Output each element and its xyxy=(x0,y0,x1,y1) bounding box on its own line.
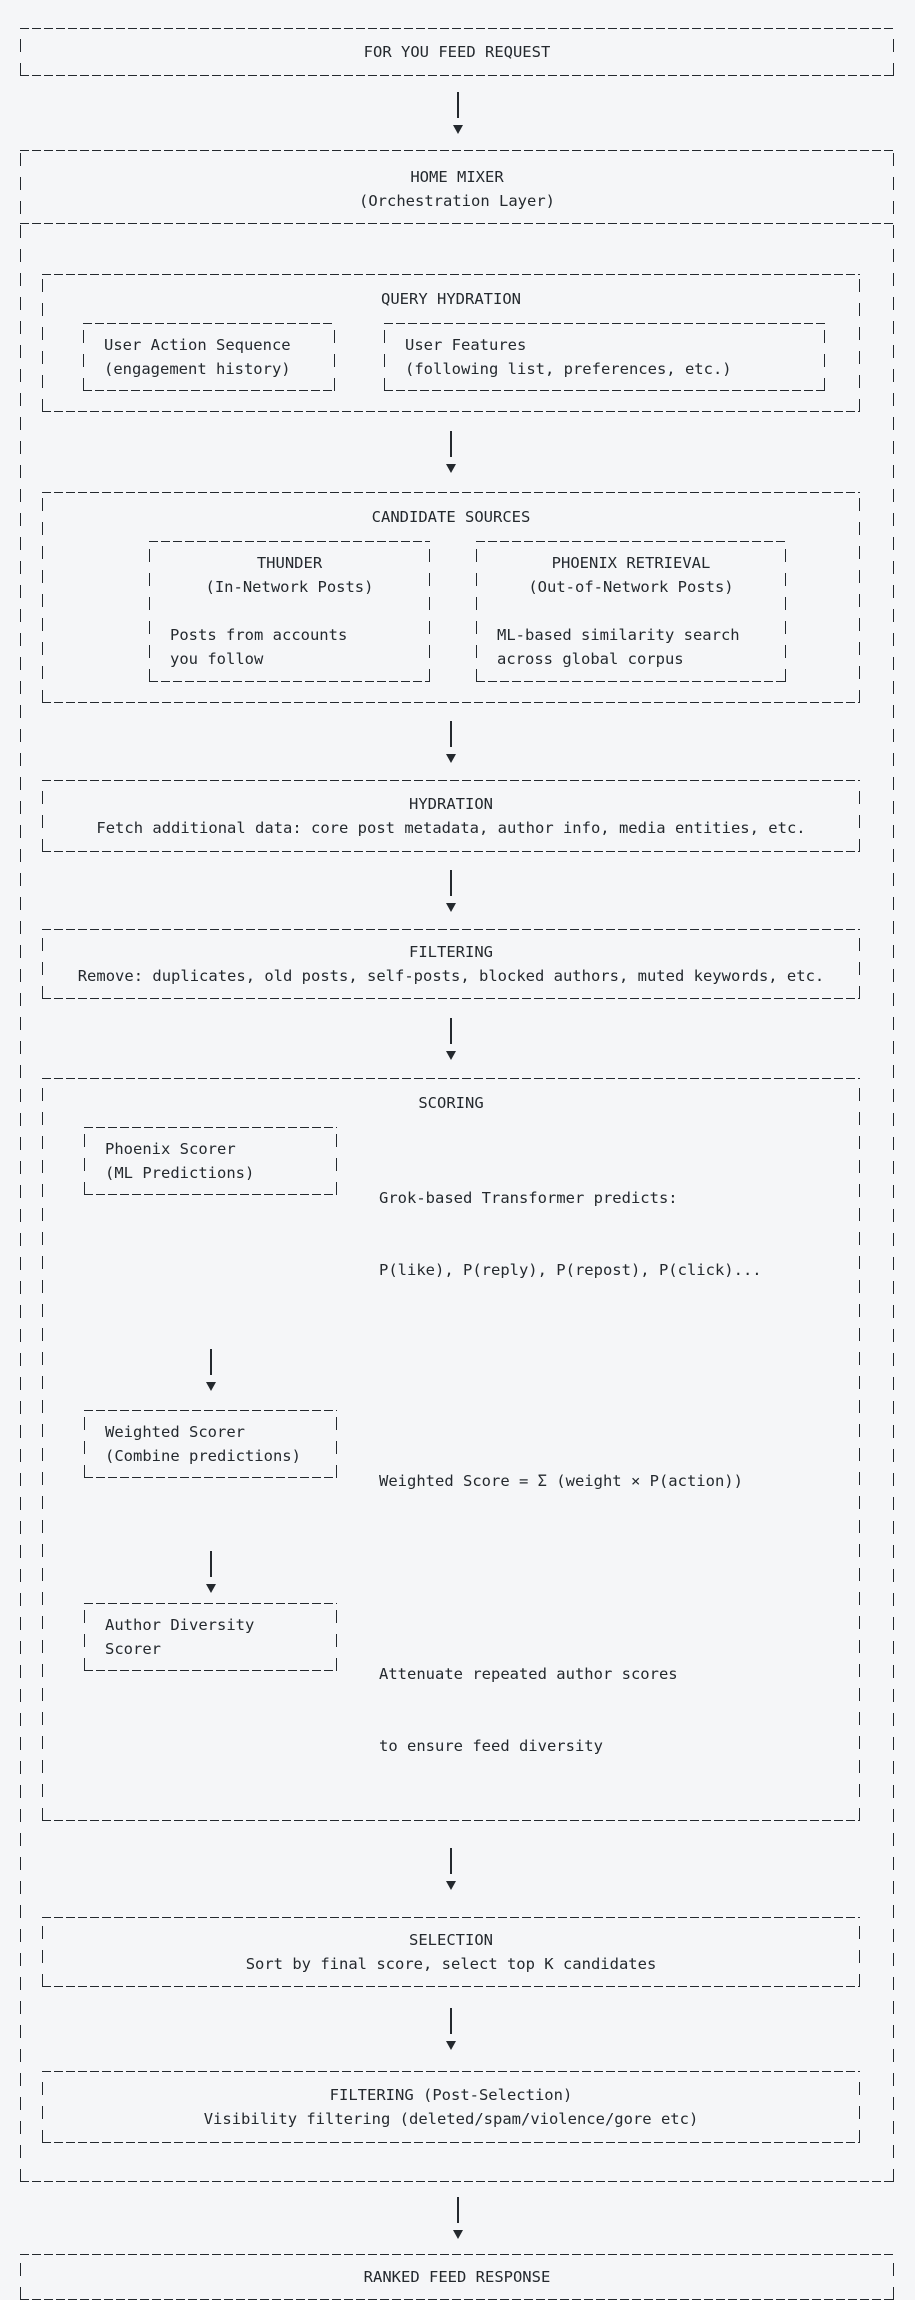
header-separator xyxy=(20,223,894,224)
user-action-sequence-box: User Action Sequence (engagement history… xyxy=(83,323,335,391)
weighted-scorer-row: Weighted Scorer (Combine predictions) We… xyxy=(84,1410,860,1541)
phoenix-scorer-note: Grok-based Transformer predicts: P(like)… xyxy=(379,1127,762,1330)
arrow-line xyxy=(450,869,452,896)
arrow-down-icon xyxy=(205,1382,216,1391)
arrow-line xyxy=(456,92,459,118)
arrow-line xyxy=(456,2197,459,2223)
arrow-down-icon xyxy=(446,1050,456,1060)
scoring-section: SCORING Phoenix Scorer (ML Predictions) … xyxy=(42,1078,860,1821)
selection-title: SELECTION xyxy=(409,1931,493,1949)
weighted-scorer-box: Weighted Scorer (Combine predictions) xyxy=(84,1410,337,1478)
home-mixer-subtitle: (Orchestration Layer) xyxy=(359,192,555,210)
phoenix-scorer-row: Phoenix Scorer (ML Predictions) Grok-bas… xyxy=(84,1127,860,1330)
box-line: (Combine predictions) xyxy=(105,1447,301,1465)
arrow-line xyxy=(450,1017,452,1044)
arrow-line xyxy=(450,1848,452,1874)
phoenix-title: PHOENIX RETRIEVAL xyxy=(551,554,711,572)
flow-arrow-to-post-filtering xyxy=(42,1987,860,2071)
box-line: (engagement history) xyxy=(104,360,291,378)
query-hydration-section: QUERY HYDRATION User Action Sequence (en… xyxy=(42,274,860,412)
flow-arrow-to-filtering xyxy=(42,852,860,929)
arrow-line xyxy=(209,1551,212,1577)
ranked-feed-response-box: RANKED FEED RESPONSE xyxy=(20,2254,894,2300)
filtering-desc: Remove: duplicates, old posts, self-post… xyxy=(77,967,825,985)
arrow-line xyxy=(450,720,452,747)
home-mixer-header: HOME MIXER (Orchestration Layer) xyxy=(20,150,894,223)
phoenix-subtitle: (Out-of-Network Posts) xyxy=(528,578,734,596)
flow-arrow-request-to-mixer xyxy=(0,76,915,150)
arrow-down-icon xyxy=(446,2041,456,2050)
selection-section: SELECTION Sort by final score, select to… xyxy=(42,1917,860,1987)
arrow-line xyxy=(209,1349,212,1375)
query-hydration-title: QUERY HYDRATION xyxy=(381,290,521,308)
thunder-subtitle: (In-Network Posts) xyxy=(205,578,374,596)
flow-arrow-to-selection xyxy=(42,1821,860,1917)
thunder-box: THUNDER (In-Network Posts) Posts from ac… xyxy=(149,541,430,682)
flow-arrow-mixer-to-response xyxy=(0,2182,915,2254)
feed-pipeline-diagram: FOR YOU FEED REQUEST HOME MIXER (Orchest… xyxy=(0,28,915,2300)
candidate-sources-row: THUNDER (In-Network Posts) Posts from ac… xyxy=(149,541,860,703)
box-line: User Features xyxy=(405,336,527,354)
phoenix-desc: across global corpus xyxy=(497,650,684,668)
home-mixer-body: QUERY HYDRATION User Action Sequence (en… xyxy=(20,224,894,2182)
post-filtering-title: FILTERING (Post-Selection) xyxy=(329,2086,573,2104)
author-diversity-row: Author Diversity Scorer Attenuate repeat… xyxy=(84,1603,860,1806)
arrow-down-icon xyxy=(446,1881,456,1890)
scoring-title: SCORING xyxy=(418,1094,484,1112)
for-you-feed-request-box: FOR YOU FEED REQUEST xyxy=(20,28,894,76)
arrow-line xyxy=(450,431,452,457)
arrow-down-icon xyxy=(452,125,463,134)
note-line: Grok-based Transformer predicts: xyxy=(379,1189,678,1207)
flow-arrow-to-candidate-sources xyxy=(42,412,860,492)
query-hydration-row: User Action Sequence (engagement history… xyxy=(83,323,860,412)
note-line: P(like), P(reply), P(repost), P(click)..… xyxy=(379,1261,762,1279)
hydration-section: HYDRATION Fetch additional data: core po… xyxy=(42,780,860,852)
arrow-down-icon xyxy=(205,1584,216,1593)
candidate-sources-title: CANDIDATE SOURCES xyxy=(371,508,531,526)
thunder-title: THUNDER xyxy=(256,554,323,572)
filtering-title: FILTERING xyxy=(409,943,493,961)
phoenix-desc: ML-based similarity search xyxy=(497,626,740,644)
phoenix-retrieval-box: PHOENIX RETRIEVAL (Out-of-Network Posts)… xyxy=(476,541,786,682)
post-filtering-section: FILTERING (Post-Selection) Visibility fi… xyxy=(42,2071,860,2143)
for-you-feed-request-label: FOR YOU FEED REQUEST xyxy=(363,43,551,61)
user-features-box: User Features (following list, preferenc… xyxy=(384,323,825,391)
flow-arrow-to-scoring xyxy=(42,999,860,1078)
flow-arrow-to-weighted-scorer xyxy=(84,1330,337,1410)
arrow-down-icon xyxy=(452,2230,463,2239)
filtering-section: FILTERING Remove: duplicates, old posts,… xyxy=(42,929,860,999)
phoenix-scorer-box: Phoenix Scorer (ML Predictions) xyxy=(84,1127,337,1195)
note-line: Weighted Score = Σ (weight × P(action)) xyxy=(379,1472,743,1490)
arrow-line xyxy=(450,2008,452,2034)
author-diversity-box: Author Diversity Scorer xyxy=(84,1603,337,1671)
post-filtering-desc: Visibility filtering (deleted/spam/viole… xyxy=(203,2110,699,2128)
author-diversity-note: Attenuate repeated author scores to ensu… xyxy=(379,1603,678,1806)
ranked-feed-response-label: RANKED FEED RESPONSE xyxy=(363,2268,551,2286)
box-line: Weighted Scorer xyxy=(105,1423,245,1441)
box-line: Phoenix Scorer xyxy=(105,1140,236,1158)
thunder-desc: Posts from accounts xyxy=(170,626,348,644)
box-line: Scorer xyxy=(105,1640,161,1658)
box-line: Author Diversity xyxy=(105,1616,255,1634)
note-line: to ensure feed diversity xyxy=(379,1737,603,1755)
note-line: Attenuate repeated author scores xyxy=(379,1665,678,1683)
hydration-title: HYDRATION xyxy=(409,795,493,813)
thunder-desc: you follow xyxy=(170,650,264,668)
box-line: User Action Sequence xyxy=(104,336,291,354)
hydration-desc: Fetch additional data: core post metadat… xyxy=(96,819,806,837)
arrow-down-icon xyxy=(446,902,456,912)
flow-arrow-to-hydration xyxy=(42,703,860,780)
candidate-sources-section: CANDIDATE SOURCES THUNDER (In-Network Po… xyxy=(42,492,860,703)
arrow-down-icon xyxy=(446,753,456,763)
home-mixer-container: HOME MIXER (Orchestration Layer) QUERY H… xyxy=(20,150,894,2182)
box-line: (following list, preferences, etc.) xyxy=(405,360,732,378)
weighted-scorer-note: Weighted Score = Σ (weight × P(action)) xyxy=(379,1410,743,1541)
selection-desc: Sort by final score, select top K candid… xyxy=(245,1955,657,1973)
box-line: (ML Predictions) xyxy=(105,1164,255,1182)
arrow-down-icon xyxy=(446,464,456,473)
flow-arrow-to-author-diversity xyxy=(84,1541,337,1603)
home-mixer-title: HOME MIXER xyxy=(410,168,504,186)
